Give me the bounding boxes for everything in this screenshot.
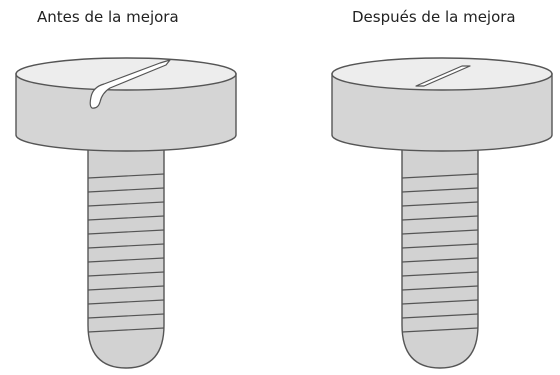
screw-before-head-top (15, 57, 237, 91)
screw-after-head-side (331, 73, 553, 152)
screw-before-head-side (15, 73, 237, 152)
screw-before-damaged-slot (89, 59, 171, 109)
screw-after (331, 57, 553, 369)
screw-after-threads (401, 173, 479, 333)
screw-after-head-top (331, 57, 553, 91)
after-caption: Después de la mejora (352, 8, 516, 26)
screw-after-slot (415, 65, 471, 87)
screw-before (15, 57, 237, 369)
screw-before-threads (87, 173, 165, 333)
before-caption: Antes de la mejora (37, 8, 179, 26)
